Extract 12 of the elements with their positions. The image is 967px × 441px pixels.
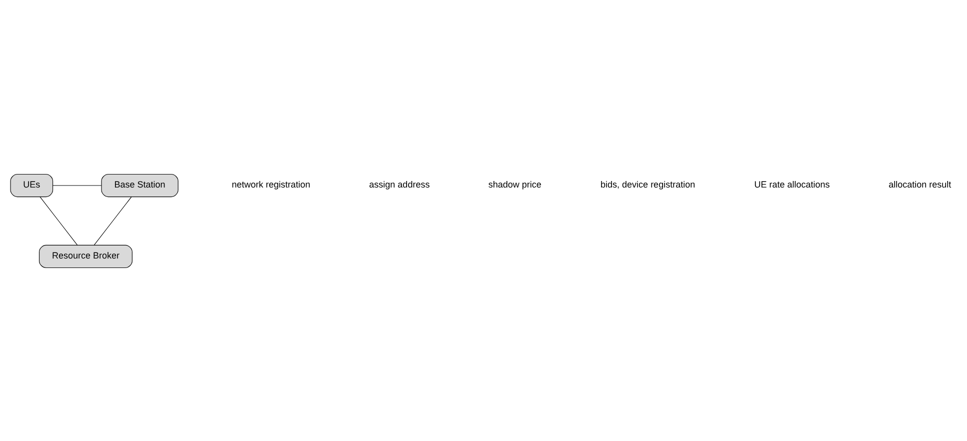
node-box: UEs [10,173,54,197]
connector [94,196,132,245]
label: network registration [232,179,310,190]
label: UE rate allocations [754,179,830,190]
label: bids, device registration [600,179,696,190]
connector [52,184,102,186]
label: allocation result [888,179,952,190]
label: shadow price [488,179,542,190]
node-box: Resource Broker [38,244,132,268]
node-box: Base Station [101,173,178,197]
label: assign address [369,179,430,190]
connector [40,196,78,245]
